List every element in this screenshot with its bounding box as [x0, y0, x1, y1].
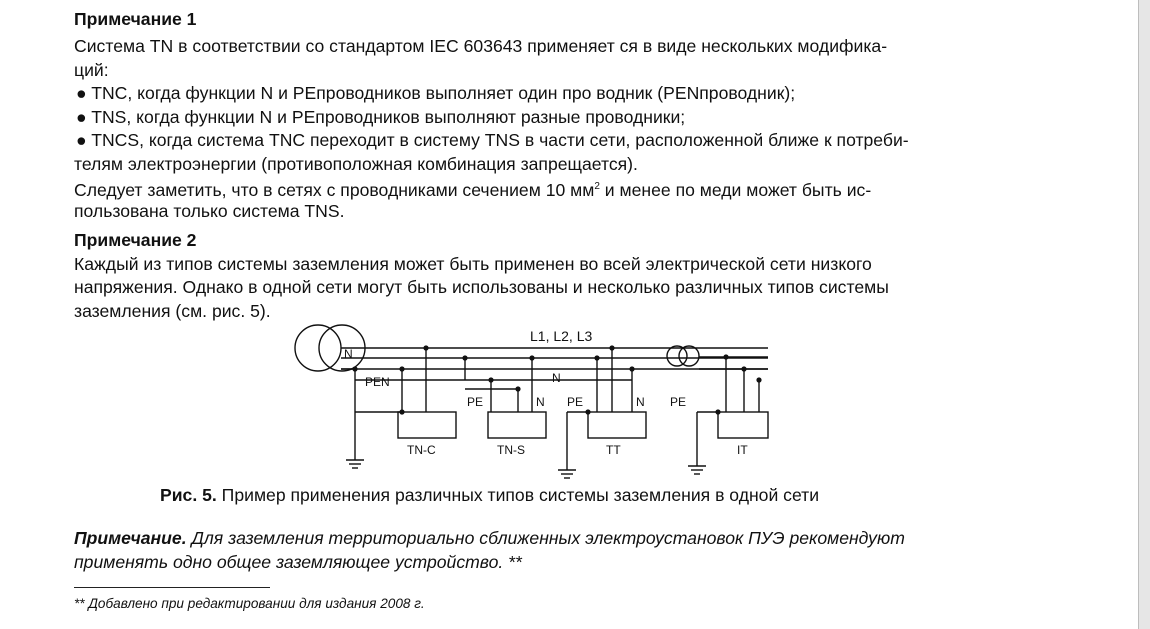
box-label-tnc: TN-C: [407, 443, 436, 457]
isolation-transformer-coil-2: [678, 345, 700, 367]
page-edge: [1138, 0, 1150, 629]
tns-box: [487, 411, 547, 439]
junction-dot: [594, 355, 600, 361]
box-label-it: IT: [737, 443, 748, 457]
note3-line1: Для заземления территориально сближенных…: [186, 528, 905, 548]
box-label-tns: TN-S: [497, 443, 525, 457]
note1-paragraph: Следует заметить, что в сетях с проводни…: [74, 175, 871, 202]
it-box: [717, 411, 769, 439]
bullet-item-2: ● TNS, когда функции N и PEпроводников в…: [76, 107, 686, 127]
junction-dot: [529, 355, 535, 361]
junction-dot: [629, 366, 635, 372]
bullet-item-1: ● TNC, когда функции N и PEпроводников в…: [76, 83, 796, 103]
source-transformer-coil-1: [294, 324, 342, 372]
bullet-text-3: TNCS, когда система TNC переходит в сист…: [91, 130, 909, 150]
figure-caption: Рис. 5. Пример применения различных типо…: [160, 483, 819, 507]
para-a: Следует заметить, что в сетях с проводни…: [74, 179, 595, 200]
bullet-text-1: TNC, когда функции N и PEпроводников вып…: [91, 83, 796, 103]
note3-label: Примечание.: [74, 528, 187, 548]
note1-heading: Примечание 1: [74, 9, 197, 29]
junction-dot: [462, 355, 468, 361]
junction-dot: [741, 366, 747, 372]
para-sup: 2: [594, 181, 600, 192]
note3: Примечание. Для заземления территориальн…: [74, 526, 905, 574]
caption-number: Рис. 5.: [160, 485, 217, 505]
tt-n-label: N: [636, 395, 645, 409]
footnote-separator: [74, 587, 270, 588]
junction-dot: [515, 386, 521, 392]
note3-line2: применять одно общее заземляющее устройс…: [74, 552, 522, 572]
junction-dot: [399, 366, 405, 372]
para-b: и менее по меди может быть ис-: [599, 179, 872, 200]
note2-line3: заземления (см. рис. 5).: [74, 301, 271, 321]
tns-n-label: N: [536, 395, 545, 409]
note1-paragraph-cont: пользована только система TNS.: [74, 201, 345, 221]
caption-text: Пример применения различных типов систем…: [216, 485, 820, 505]
junction-dot: [609, 345, 615, 351]
note2-line1: Каждый из типов системы заземления может…: [74, 254, 872, 274]
junction-dot: [723, 354, 729, 360]
bullet-item-3-cont: телям электроэнергии (противоположная ко…: [74, 154, 638, 174]
bullet-item-3: ● TNCS, когда система TNC переходит в си…: [76, 130, 909, 150]
tns-pe-label: PE: [467, 395, 483, 409]
junction-dot: [399, 409, 405, 415]
it-pe-label: PE: [670, 395, 686, 409]
pen-label: PEN: [365, 375, 390, 389]
note2-line2: напряжения. Однако в одной сети могут бы…: [74, 277, 889, 297]
junction-dot: [585, 409, 591, 415]
bullet-text-2: TNS, когда функции N и PEпроводников вып…: [91, 107, 686, 127]
junction-dot: [756, 377, 762, 383]
isolation-transformer-coil-1: [666, 345, 688, 367]
note1-line1: Система TN в соответствии со стандартом …: [74, 36, 888, 56]
note1-line2: ций:: [74, 60, 109, 80]
junction-dot: [352, 366, 358, 372]
bus-label: L1, L2, L3: [530, 328, 592, 344]
source-n-label: N: [344, 347, 353, 361]
tt-box: [587, 411, 647, 439]
tt-pe-label: PE: [567, 395, 583, 409]
junction-dot: [715, 409, 721, 415]
box-label-tt: TT: [606, 443, 621, 457]
tnc-box: [397, 411, 457, 439]
n-mid-label: N: [552, 371, 561, 385]
note2-heading: Примечание 2: [74, 230, 197, 250]
junction-dot: [488, 377, 494, 383]
junction-dot: [423, 345, 429, 351]
footnote: ** Добавлено при редактировании для изда…: [74, 596, 425, 611]
